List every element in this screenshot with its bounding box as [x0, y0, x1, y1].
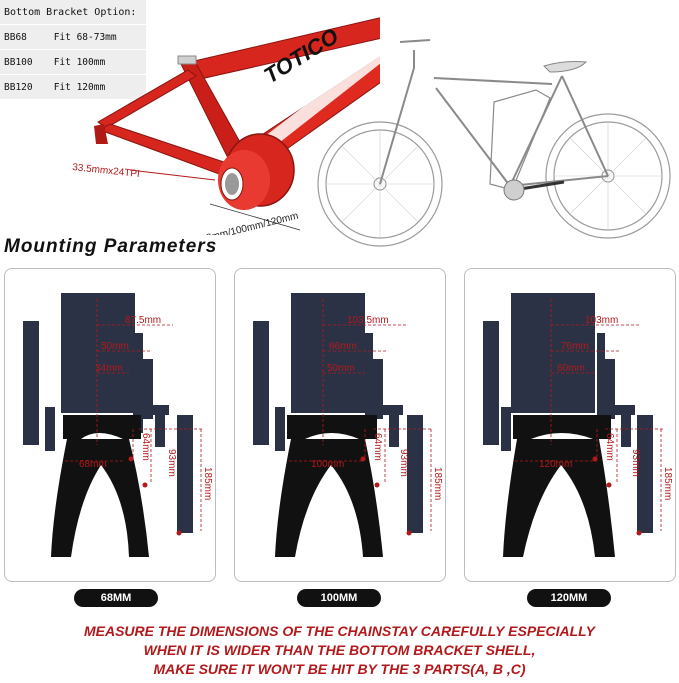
- bb-table-row: BB68 Fit 68-73mm: [0, 24, 146, 50]
- motor-housing: [511, 293, 595, 413]
- warning-text: MEASURE THE DIMENSIONS OF THE CHAINSTAY …: [0, 622, 679, 679]
- dim-c: 60mm: [557, 363, 585, 374]
- motor-housing: [291, 293, 365, 413]
- dim-d1: 64mm: [372, 433, 383, 461]
- dim-d3: 185mm: [432, 467, 443, 500]
- dim-d2: 93mm: [398, 449, 409, 477]
- crank-arm-left: [253, 321, 269, 445]
- bb-table-row: BB120 Fit 120mm: [0, 74, 146, 100]
- thread-label: 33.5mmx24TPI: [72, 162, 141, 180]
- bb-fit: Fit 68-73mm: [49, 24, 146, 50]
- dim-a: 87.5mm: [125, 315, 161, 326]
- bottom-bracket-table: Bottom Bracket Option: BB68 Fit 68-73mm …: [0, 0, 146, 100]
- dim-d1: 64mm: [140, 433, 151, 461]
- bottom-bracket-shell: [275, 439, 383, 557]
- size-label-120: 120MM: [527, 589, 611, 607]
- size-label-68: 68MM: [74, 589, 158, 607]
- warning-line: MAKE SURE IT WON'T BE HIT BY THE 3 PARTS…: [153, 661, 526, 677]
- bb-table-header: Bottom Bracket Option:: [0, 0, 146, 25]
- dim-b: 76mm: [561, 341, 589, 352]
- dim-b: 66mm: [329, 341, 357, 352]
- bb-table-row: BB100 Fit 100mm: [0, 49, 146, 75]
- bb-name: BB120: [0, 74, 50, 100]
- crank-arm-left: [23, 321, 39, 445]
- red-frame-illustration: TOTICO 33.5mmx24TPI 68mm/100mm/120mm: [72, 17, 380, 235]
- dim-shell: 100mm: [311, 459, 344, 470]
- motor-diagram-100mm: 103.5mm 66mm 50mm 100mm 64mm 93mm 185mm: [253, 293, 443, 557]
- motor-housing: [61, 293, 135, 413]
- motor-diagram-68mm: 87.5mm 50mm 34mm 68mm 64mm 93mm 185mm: [23, 293, 213, 557]
- panel-100mm: 103.5mm 66mm 50mm 100mm 64mm 93mm 185mm: [234, 268, 446, 582]
- dim-a: 103.5mm: [347, 315, 389, 326]
- bottom-bracket-shell: [51, 439, 149, 557]
- dim-a: 103mm: [585, 315, 618, 326]
- crank-arm-left: [483, 321, 499, 445]
- dim-d3: 185mm: [202, 467, 213, 500]
- shell-width-label: 68mm/100mm/120mm: [200, 211, 300, 235]
- warning-line: WHEN IT IS WIDER THAN THE BOTTOM BRACKET…: [143, 642, 536, 658]
- bb-fit: Fit 100mm: [49, 49, 146, 75]
- panel-120mm: 103mm 76mm 60mm 120mm 64mm 93mm 185mm: [464, 268, 676, 582]
- dim-c: 50mm: [327, 363, 355, 374]
- dim-b: 50mm: [101, 341, 129, 352]
- motor-diagram-120mm: 103mm 76mm 60mm 120mm 64mm 93mm 185mm: [483, 293, 673, 557]
- dim-d2: 93mm: [630, 449, 641, 477]
- ebike-illustration: [317, 39, 671, 247]
- bottom-bracket-shell: [503, 439, 615, 557]
- bb-name: BB100: [0, 49, 50, 75]
- panel-68mm: 87.5mm 50mm 34mm 68mm 64mm 93mm 185mm: [4, 268, 216, 582]
- dim-c: 34mm: [95, 363, 123, 374]
- section-title: Mounting Parameters: [4, 236, 218, 257]
- warning-line: MEASURE THE DIMENSIONS OF THE CHAINSTAY …: [83, 623, 596, 639]
- dim-shell: 68mm: [79, 459, 107, 470]
- dim-d1: 64mm: [604, 433, 615, 461]
- bb-name: BB68: [0, 24, 50, 50]
- dim-shell: 120mm: [539, 459, 572, 470]
- dim-d2: 93mm: [166, 449, 177, 477]
- dim-d3: 185mm: [662, 467, 673, 500]
- size-label-100: 100MM: [297, 589, 381, 607]
- bb-fit: Fit 120mm: [49, 74, 146, 100]
